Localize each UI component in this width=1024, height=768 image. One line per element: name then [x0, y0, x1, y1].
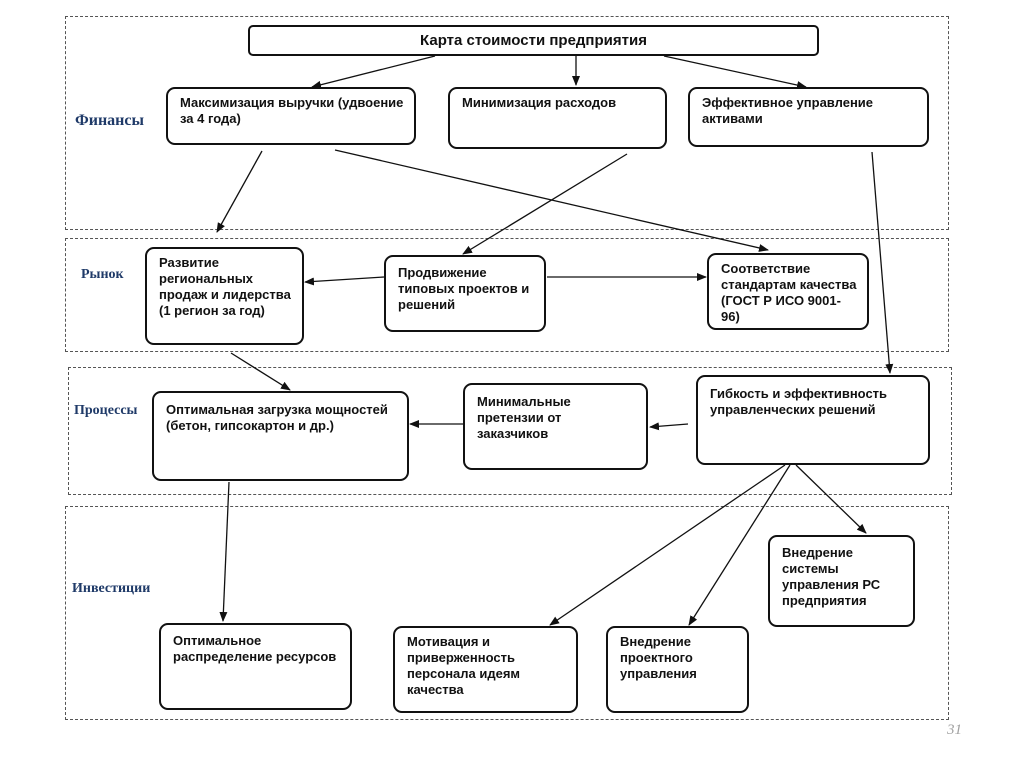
band-label-processes: Процессы: [74, 403, 138, 418]
box-assets: Эффективное управление активами: [688, 87, 929, 147]
diagram-title: Карта стоимости предприятия: [248, 25, 819, 56]
box-claims: Минимальные претензии от заказчиков: [463, 383, 648, 470]
box-capacity: Оптимальная загрузка мощностей (бетон, г…: [152, 391, 409, 481]
band-processes: [68, 367, 952, 495]
box-revenue: Максимизация выручки (удвоение за 4 года…: [166, 87, 416, 145]
box-project-mgmt: Внедрение проектного управления: [606, 626, 749, 713]
box-costs: Минимизация расходов: [448, 87, 667, 149]
page-number: 31: [947, 722, 962, 738]
diagram-title-text: Карта стоимости предприятия: [420, 32, 647, 49]
box-regional: Развитие региональных продаж и лидерства…: [145, 247, 304, 345]
box-flexibility: Гибкость и эффективность управленческих …: [696, 375, 930, 465]
band-investments: [65, 506, 949, 720]
band-label-investments: Инвестиции: [72, 581, 151, 596]
box-promotion: Продвижение типовых проектов и решений: [384, 255, 546, 332]
box-standards: Соответствие стандартам качества (ГОСТ Р…: [707, 253, 869, 330]
box-pc-system: Внедрение системы управления РС предприя…: [768, 535, 915, 627]
band-label-market: Рынок: [81, 267, 124, 282]
box-resources: Оптимальное распределение ресурсов: [159, 623, 352, 710]
box-motivation: Мотивация и приверженность персонала иде…: [393, 626, 578, 713]
band-label-finance: Финансы: [75, 112, 144, 129]
